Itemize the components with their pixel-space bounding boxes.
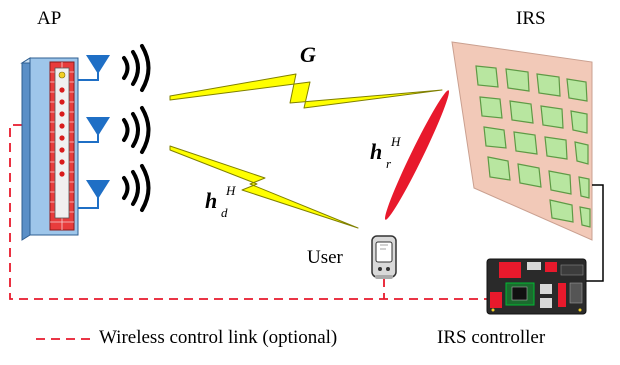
channel-hr-symbol: h (370, 139, 383, 164)
channel-hd-subscript: d (221, 205, 228, 220)
ap-label: AP (37, 8, 62, 29)
user-phone-icon (371, 235, 397, 279)
antenna-3 (78, 180, 110, 209)
irs-label: IRS (516, 8, 546, 29)
access-point (20, 57, 79, 241)
wave-3 (122, 164, 151, 212)
channel-hr-subscript: r (386, 156, 392, 171)
control-link (9, 124, 520, 300)
ap-irs-link-bolt (169, 73, 443, 109)
channel-hr-superscript: H (391, 134, 401, 149)
irs-controller-board (486, 258, 587, 315)
channel-hd-superscript: H (226, 183, 236, 198)
irs-elements (475, 65, 591, 228)
wave-1 (122, 44, 151, 92)
radio-waves (122, 44, 151, 212)
legend-label: Wireless control link (optional) (99, 327, 338, 348)
ap-user-link-bolt (169, 145, 359, 229)
irs-controller-label: IRS controller (437, 327, 546, 348)
channel-hd-symbol: h (205, 188, 218, 213)
irs-controller-wire (584, 184, 604, 282)
wave-2 (122, 106, 151, 154)
irs-panel (451, 41, 593, 241)
antenna-1 (78, 55, 110, 81)
antenna-2 (78, 117, 110, 143)
irs-user-reflected-beam (384, 90, 450, 220)
user-label: User (307, 247, 343, 268)
antenna-array (78, 55, 110, 209)
channel-g-symbol: G (300, 42, 316, 67)
